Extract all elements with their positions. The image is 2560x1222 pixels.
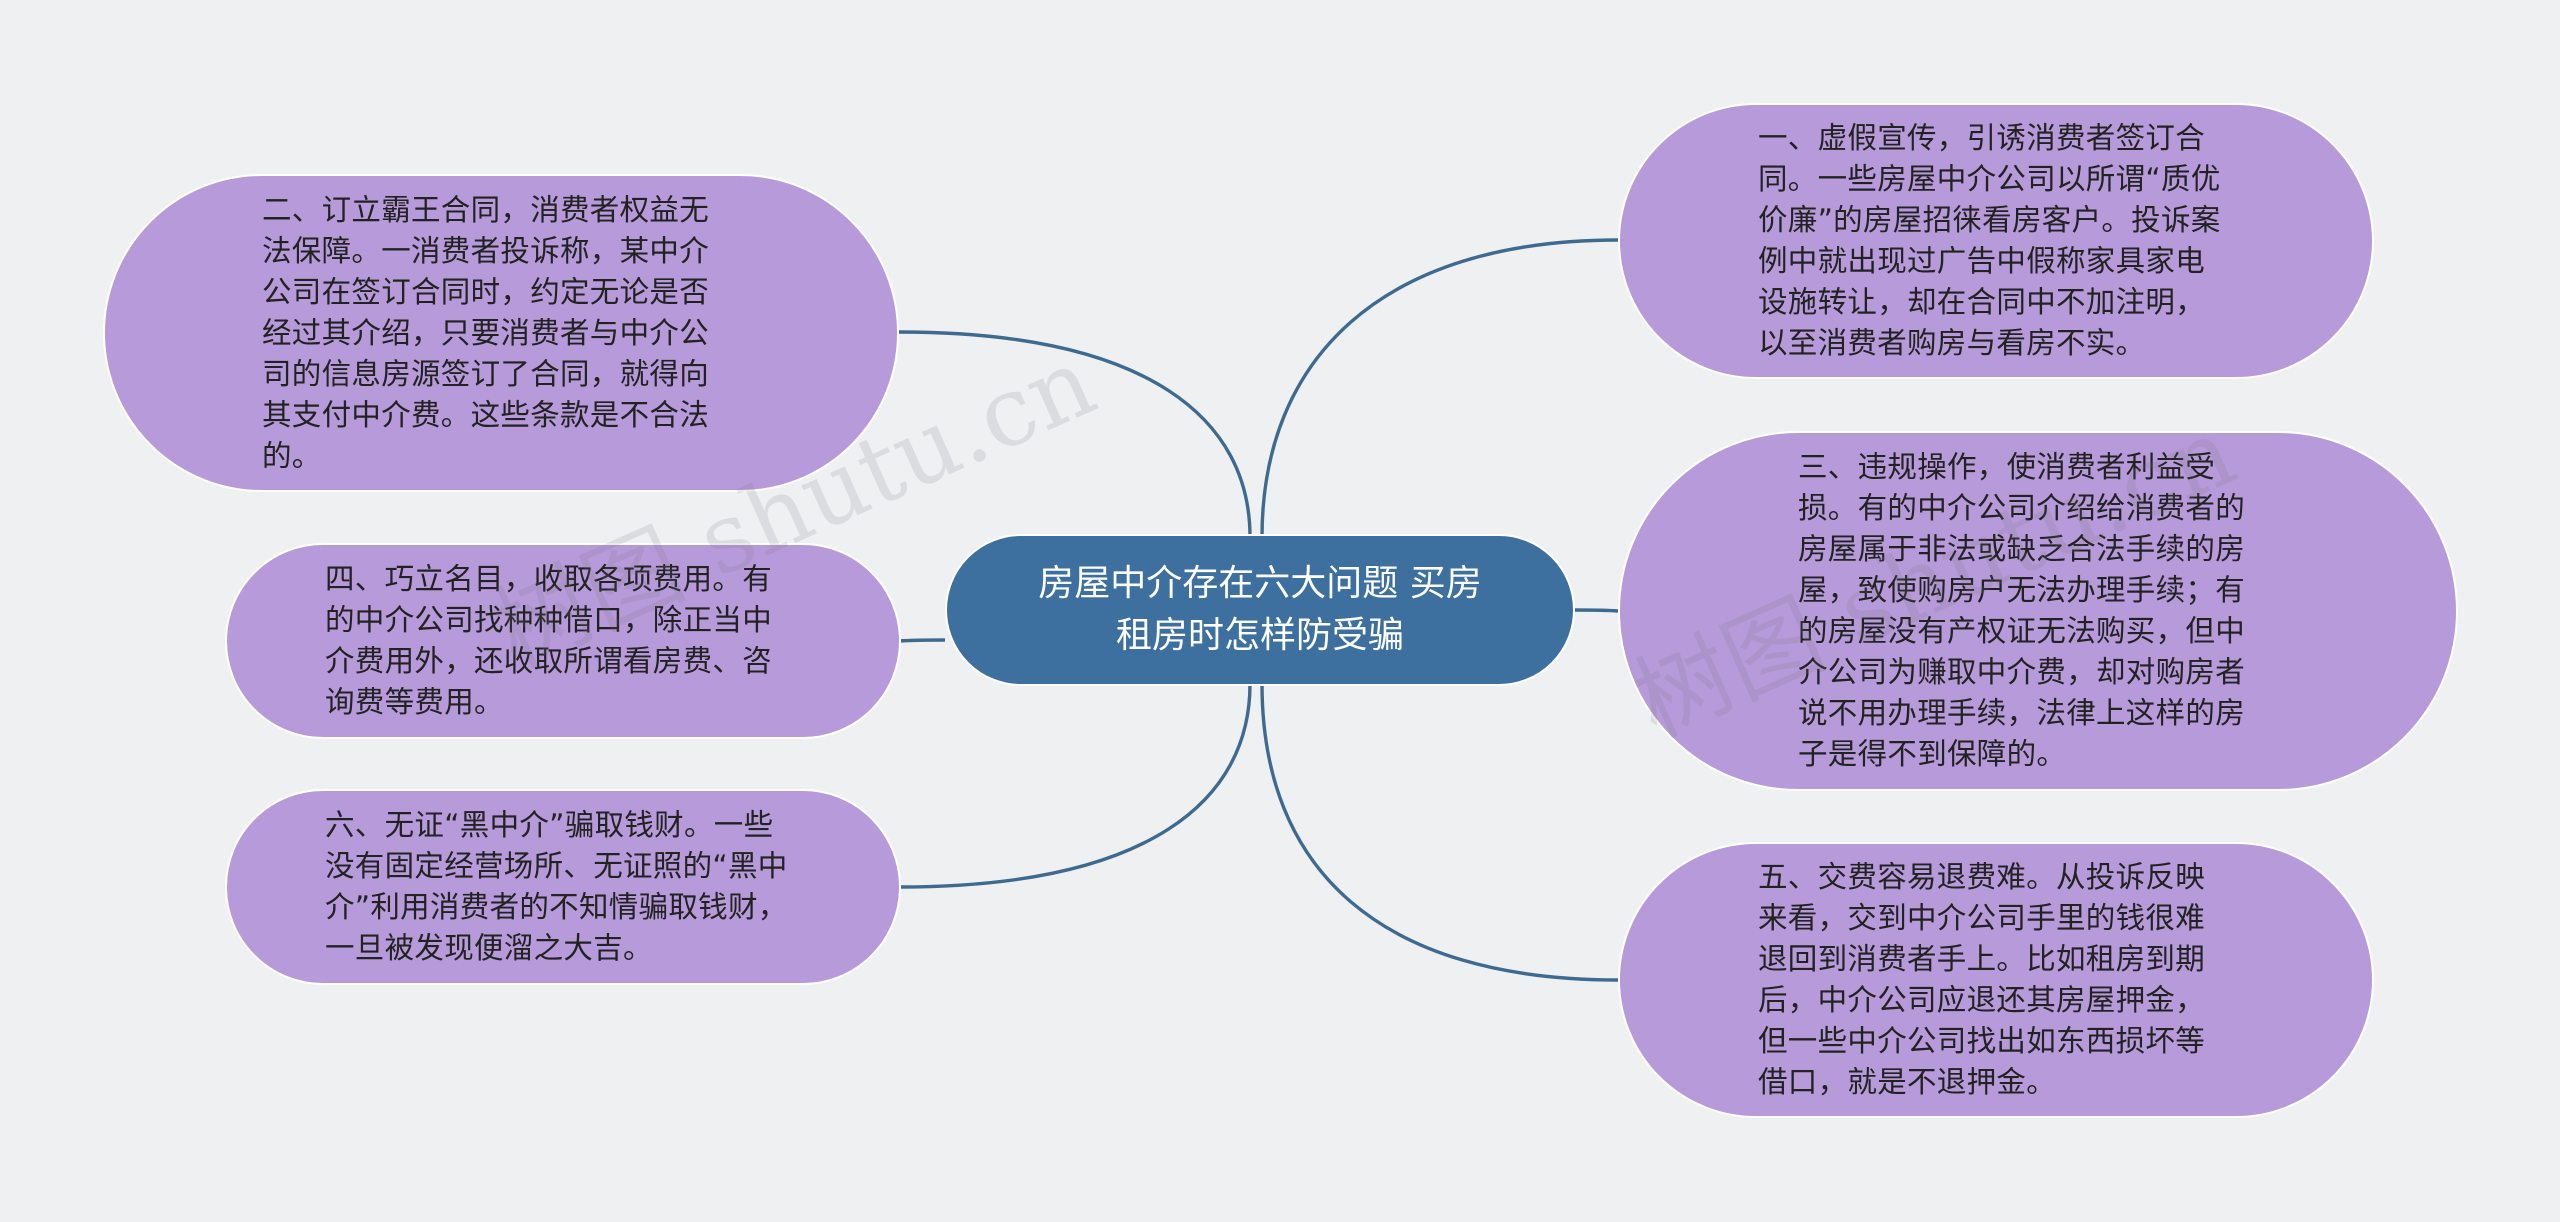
- branch-text: 四、巧立名目，收取各项费用。有的中介公司找种种借口，除正当中介费用外，还收取所谓…: [325, 562, 773, 719]
- branch-text: 六、无证“黑中介”骗取钱财。一些没有固定经营场所、无证照的“黑中介”利用消费者的…: [325, 808, 788, 965]
- connector-center-to-right-3: [1260, 683, 1619, 982]
- branch-node-3-illegal-operation[interactable]: 三、违规操作，使消费者利益受损。有的中介公司介绍给消费者的房屋属于非法或缺乏合法…: [1618, 431, 2458, 791]
- branch-node-6-unlicensed-agent[interactable]: 六、无证“黑中介”骗取钱财。一些没有固定经营场所、无证照的“黑中介”利用消费者的…: [225, 789, 901, 985]
- branch-node-2-binding-contract[interactable]: 二、订立霸王合同，消费者权益无法保障。一消费者投诉称，某中介公司在签订合同时，约…: [103, 174, 899, 492]
- branch-text: 五、交费容易退费难。从投诉反映来看，交到中介公司手里的钱很难退回到消费者手上。比…: [1758, 860, 2206, 1099]
- branch-text: 三、违规操作，使消费者利益受损。有的中介公司介绍给消费者的房屋属于非法或缺乏合法…: [1798, 450, 2246, 771]
- connector-center-to-left-1: [898, 330, 1252, 538]
- branch-node-1-false-advertising[interactable]: 一、虚假宣传，引诱消费者签订合同。一些房屋中介公司以所谓“质优价廉”的房屋招徕看…: [1618, 103, 2374, 379]
- central-topic-node[interactable]: 房屋中介存在六大问题 买房租房时怎样防受骗: [945, 534, 1575, 686]
- branch-text: 二、订立霸王合同，消费者权益无法保障。一消费者投诉称，某中介公司在签订合同时，约…: [262, 192, 710, 473]
- branch-text: 一、虚假宣传，引诱消费者签订合同。一些房屋中介公司以所谓“质优价廉”的房屋招徕看…: [1758, 121, 2221, 360]
- branch-node-4-extra-fees[interactable]: 四、巧立名目，收取各项费用。有的中介公司找种种借口，除正当中介费用外，还收取所谓…: [225, 543, 901, 739]
- branch-node-5-refund-difficulty[interactable]: 五、交费容易退费难。从投诉反映来看，交到中介公司手里的钱很难退回到消费者手上。比…: [1618, 842, 2374, 1118]
- connector-center-to-left-3: [898, 683, 1252, 889]
- connector-center-to-right-1: [1260, 238, 1619, 538]
- connector-center-to-left-2: [898, 638, 946, 643]
- connector-center-to-right-2: [1572, 608, 1619, 613]
- central-topic-text: 房屋中介存在六大问题 买房租房时怎样防受骗: [1038, 563, 1482, 656]
